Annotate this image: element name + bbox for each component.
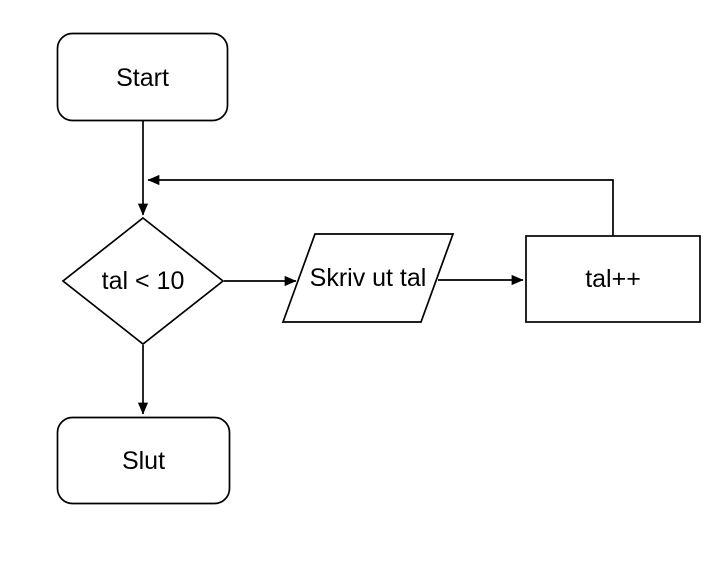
output-node: Skriv ut tal [281,233,455,323]
decision-node: tal < 10 [61,216,225,346]
edge-increment-loop-back [147,174,614,236]
decision-node-label: tal < 10 [102,267,185,295]
end-node-label: Slut [122,447,165,475]
start-node: Start [56,32,229,122]
increment-node: tal++ [525,235,701,323]
end-node-shape [56,416,231,505]
output-node-shape [281,233,455,323]
start-node-shape [56,32,229,122]
increment-node-shape [525,235,701,323]
decision-node-shape [61,216,225,346]
output-node-label: Skriv ut tal [310,264,427,292]
start-node-label: Start [116,64,169,92]
increment-node-label: tal++ [585,265,641,293]
end-node: Slut [56,416,231,505]
